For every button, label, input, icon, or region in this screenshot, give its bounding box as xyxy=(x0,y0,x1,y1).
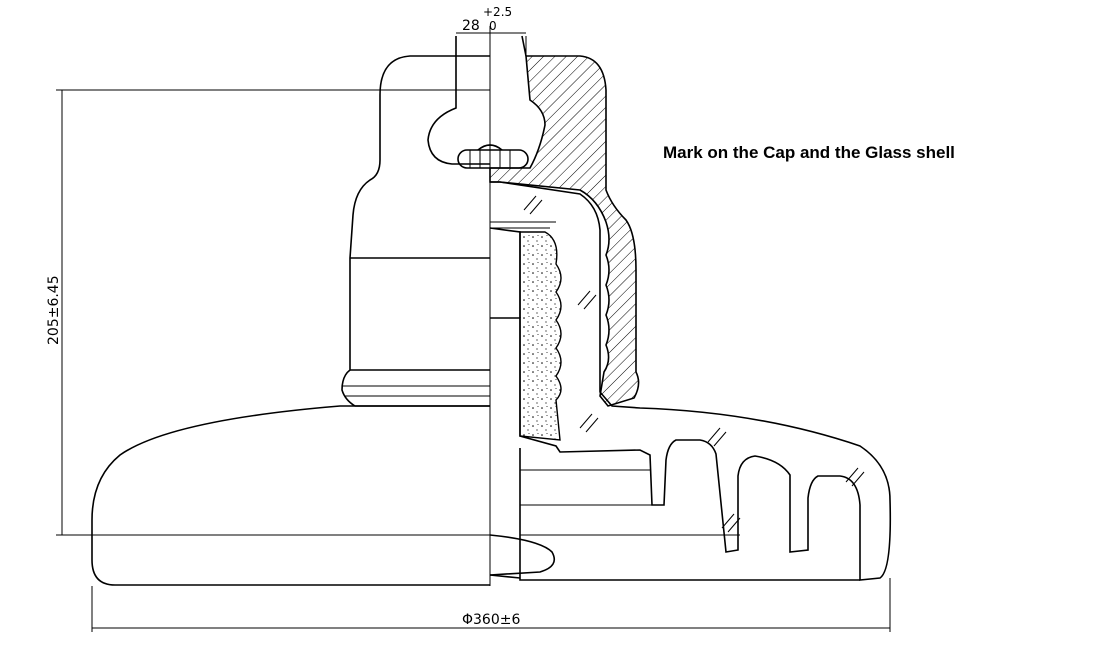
dim-pin-socket: 28 +2.5 0 xyxy=(455,5,527,56)
cement-layer xyxy=(490,221,562,441)
dim-pin-socket-tol-upper: +2.5 xyxy=(483,5,512,19)
dim-pin-socket-tol-lower: 0 xyxy=(489,19,497,33)
dim-diameter: Φ360±6 xyxy=(91,578,891,632)
cap-outline-left xyxy=(341,35,529,407)
cap-section-hatched xyxy=(489,55,640,407)
dim-diameter-value: Φ360±6 xyxy=(462,612,520,628)
glass-shell-section xyxy=(489,181,892,581)
marking-note: Mark on the Cap and the Glass shell xyxy=(663,143,955,162)
dim-height-value: 205±6.45 xyxy=(46,275,62,345)
dim-height: 205±6.45 xyxy=(46,89,490,536)
glass-shell-left xyxy=(91,405,556,586)
dim-pin-socket-value: 28 xyxy=(462,18,480,34)
